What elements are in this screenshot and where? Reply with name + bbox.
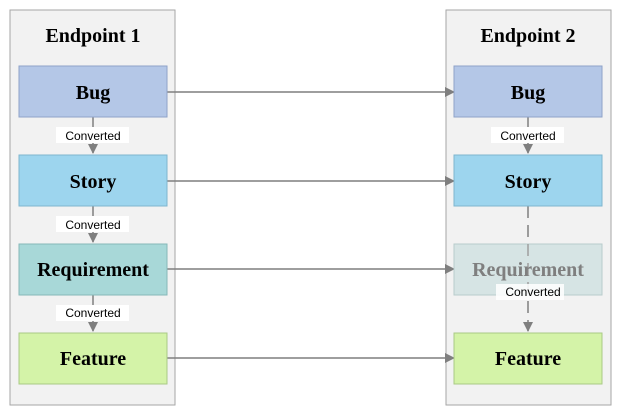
e2-story-label: Story — [505, 171, 552, 193]
endpoint2-title: Endpoint 2 — [480, 25, 575, 47]
e2-story-node: Story — [453, 154, 603, 207]
e1-requirement-label: Requirement — [37, 259, 149, 281]
e1-story-node: Story — [18, 154, 168, 207]
e1-feature-label: Feature — [60, 348, 126, 370]
e1-converted-label-3: Converted — [56, 305, 129, 321]
e2-converted-label-1: Converted — [491, 127, 564, 143]
e2-converted-text-1: Converted — [500, 129, 555, 143]
e2-bug-label: Bug — [511, 82, 545, 104]
e2-converted-text-2: Converted — [505, 285, 560, 299]
e2-requirement-label: Requirement — [472, 259, 584, 281]
e1-converted-text-3: Converted — [65, 306, 120, 320]
e1-converted-label-2: Converted — [56, 216, 129, 232]
e2-feature-node: Feature — [453, 332, 603, 385]
e1-bug-node: Bug — [18, 65, 168, 118]
e1-feature-node: Feature — [18, 332, 168, 385]
e2-bug-node: Bug — [453, 65, 603, 118]
e2-converted-label-2: Converted — [496, 284, 564, 300]
e2-feature-label: Feature — [495, 348, 561, 370]
e1-converted-text-2: Converted — [65, 218, 120, 232]
e1-bug-label: Bug — [76, 82, 110, 104]
e1-story-label: Story — [70, 171, 117, 193]
e1-converted-text-1: Converted — [65, 129, 120, 143]
e1-converted-label-1: Converted — [56, 127, 129, 143]
endpoint1-title: Endpoint 1 — [45, 25, 140, 47]
e1-requirement-node: Requirement — [18, 243, 168, 296]
